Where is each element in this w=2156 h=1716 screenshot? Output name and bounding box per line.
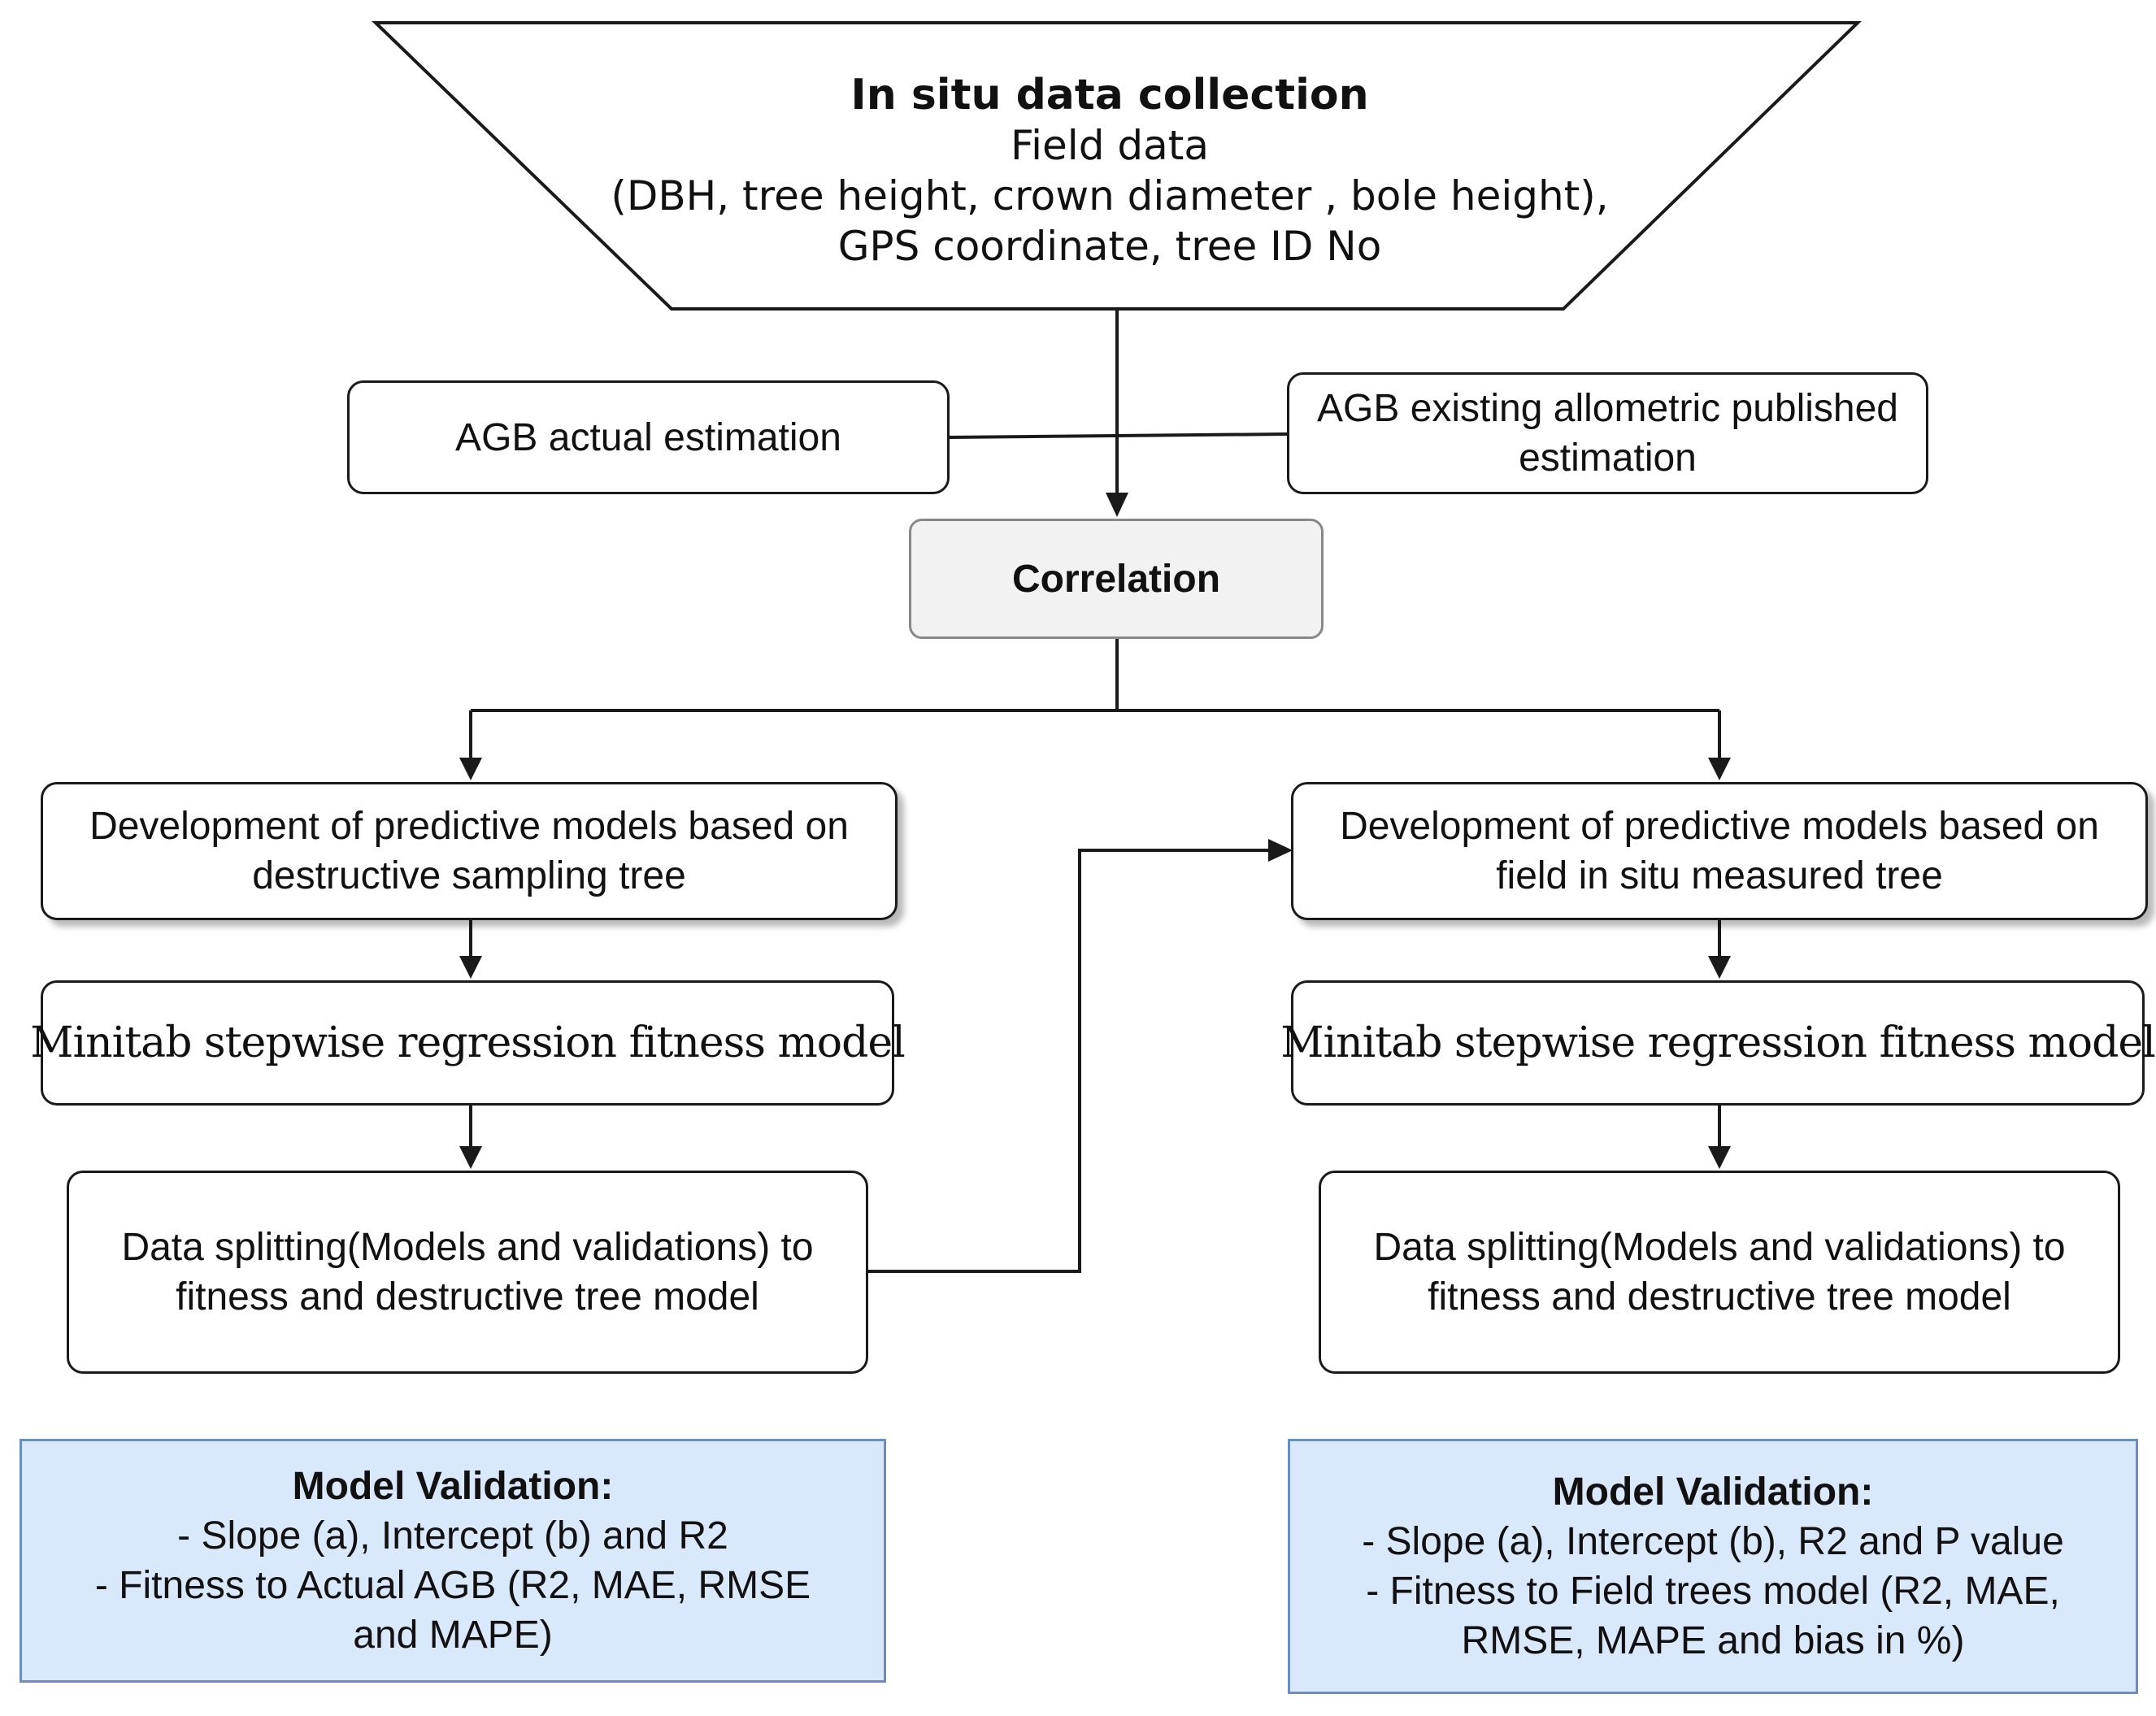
arrowhead-branch-right [1708, 758, 1731, 780]
right-minitab-label: Minitab stepwise regression fitness mode… [1280, 1018, 2156, 1067]
left-splitting-line-1: Data splitting(Models and validations) t… [121, 1226, 814, 1269]
right-validation-line-1: - Slope (a), Intercept (b), R2 and P val… [1362, 1520, 2064, 1563]
arrowhead-correlation [1106, 493, 1128, 517]
arrowhead-right-minitab [1708, 956, 1731, 979]
left-development-line-2: destructive sampling tree [252, 854, 686, 897]
right-validation-box: Model Validation: - Slope (a), Intercept… [1288, 1439, 2138, 1694]
agb-existing-line-2: estimation [1519, 437, 1697, 480]
left-minitab-box: Minitab stepwise regression fitness mode… [30, 980, 906, 1106]
agb-actual-label: AGB actual estimation [455, 415, 841, 459]
left-minitab-label: Minitab stepwise regression fitness mode… [30, 1018, 906, 1067]
right-splitting-line-2: fitness and destructive tree model [1428, 1275, 2011, 1318]
arrowhead-right-split [1708, 1146, 1731, 1169]
right-development-line-1: Development of predictive models based o… [1340, 805, 2099, 848]
left-validation-line-2: - Fitness to Actual AGB (R2, MAE, RMSE [94, 1564, 811, 1607]
right-development-box: Development of predictive models based o… [1291, 782, 2148, 920]
right-development-line-2: field in situ measured tree [1496, 854, 1943, 897]
left-development-box: Development of predictive models based o… [41, 782, 898, 920]
data-collection-title: In situ data collection [850, 71, 1369, 119]
arrowhead-left-split [459, 1146, 482, 1169]
agb-existing-box: AGB existing allometric published estima… [1287, 372, 1928, 494]
left-development-line-1: Development of predictive models based o… [89, 805, 849, 848]
data-collection-trapezoid [372, 21, 1862, 311]
left-validation-box: Model Validation: - Slope (a), Intercept… [20, 1439, 886, 1683]
correlation-label: Correlation [1011, 557, 1221, 601]
right-validation-line-2: - Fitness to Field trees model (R2, MAE, [1366, 1570, 2060, 1613]
right-splitting-box: Data splitting(Models and validations) t… [1319, 1171, 2120, 1374]
right-validation-line-3: RMSE, MAPE and bias in %) [1461, 1619, 1965, 1662]
arrowhead-left-minitab [459, 956, 482, 979]
data-collection-line-2: (DBH, tree height, crown diameter , bole… [611, 172, 1609, 219]
left-validation-line-3: and MAPE) [353, 1614, 553, 1657]
right-validation-title: Model Validation: [1552, 1471, 1874, 1514]
agb-existing-line-1: AGB existing allometric published [1316, 387, 1898, 430]
data-collection-line-1: Field data [1011, 122, 1209, 169]
agb-actual-box: AGB actual estimation [347, 380, 950, 494]
arrowhead-right-dev [1268, 839, 1293, 862]
left-splitting-box: Data splitting(Models and validations) t… [67, 1171, 868, 1374]
right-minitab-box: Minitab stepwise regression fitness mode… [1280, 980, 2156, 1106]
connector-left-split-to-right-dev [868, 849, 1268, 1273]
left-validation-title: Model Validation: [292, 1465, 614, 1508]
arrowhead-branch-left [459, 758, 482, 780]
correlation-box: Correlation [909, 519, 1324, 639]
data-collection-text: In situ data collection Field data (DBH,… [520, 65, 1699, 276]
left-splitting-line-2: fitness and destructive tree model [176, 1275, 759, 1318]
data-collection-line-3: GPS coordinate, tree ID No [837, 223, 1382, 270]
left-validation-line-1: - Slope (a), Intercept (b) and R2 [177, 1514, 728, 1557]
right-splitting-line-1: Data splitting(Models and validations) t… [1373, 1226, 2066, 1269]
